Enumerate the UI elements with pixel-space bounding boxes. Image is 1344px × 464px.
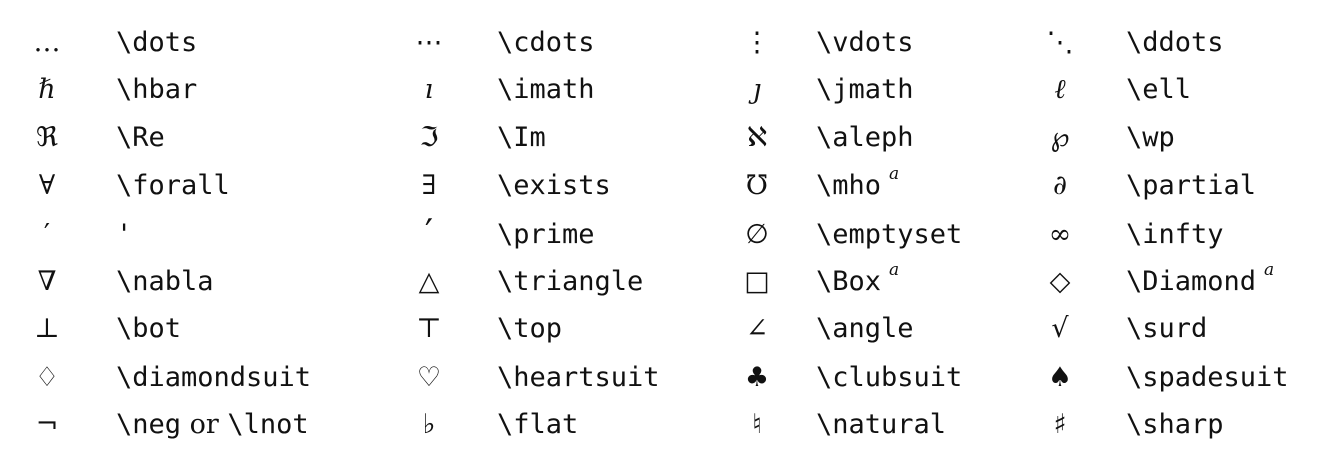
dots-command: \dots <box>116 26 198 58</box>
aleph-command: \aleph <box>816 121 914 153</box>
bot-symbol: ⊥ <box>34 312 60 344</box>
top-symbol: ⊤ <box>416 312 442 344</box>
jmath-symbol: ȷ <box>752 73 762 105</box>
lnot-command-text: \lnot <box>227 408 309 440</box>
vdots-symbol: ⋮ <box>743 26 771 58</box>
spadesuit-icon: ♠ <box>1047 361 1073 393</box>
triangle-symbol: △ <box>418 265 440 297</box>
table-row: ♢ \diamondsuit ♡ \heartsuit ♣ \clubsuit … <box>0 353 1344 401</box>
box-symbol: □ <box>744 265 770 297</box>
forall-symbol: ∀ <box>38 169 56 201</box>
ell-command: \ell <box>1126 73 1192 105</box>
table-row: ∀ \forall ∃ \exists ℧ \mho a ∂ \partial <box>0 161 1344 209</box>
infty-symbol: ∞ <box>1048 218 1072 250</box>
heartsuit-icon: ♡ <box>416 361 442 393</box>
clubsuit-command: \clubsuit <box>816 361 963 393</box>
neg-command: \neg or \lnot <box>116 400 309 448</box>
or-connector: or <box>181 411 227 438</box>
box-command-text: \Box <box>816 265 882 297</box>
box-command: \Box a <box>816 257 899 305</box>
exists-symbol: ∃ <box>421 169 437 201</box>
heartsuit-command: \heartsuit <box>497 361 660 393</box>
re-command: \Re <box>116 121 165 153</box>
surd-symbol: √ <box>1051 312 1069 344</box>
jmath-command: \jmath <box>816 73 914 105</box>
triangle-command: \triangle <box>497 265 644 297</box>
footnote-marker: a <box>889 163 900 184</box>
mho-command: \mho a <box>816 161 899 209</box>
apostrophe-command: ' <box>116 218 133 250</box>
top-command: \top <box>497 312 563 344</box>
nabla-symbol: ∇ <box>37 265 57 297</box>
cdots-command: \cdots <box>497 26 595 58</box>
table-row: ℏ \hbar ı \imath ȷ \jmath ℓ \ell <box>0 65 1344 113</box>
partial-symbol: ∂ <box>1053 169 1067 201</box>
sharp-symbol: ♯ <box>1053 408 1067 440</box>
forall-command: \forall <box>116 169 230 201</box>
nabla-command: \nabla <box>116 265 214 297</box>
exists-command: \exists <box>497 169 611 201</box>
re-symbol: ℜ <box>36 121 58 153</box>
surd-command: \surd <box>1126 312 1208 344</box>
natural-command: \natural <box>816 408 947 440</box>
ddots-symbol: ⋱ <box>1046 26 1074 58</box>
natural-symbol: ♮ <box>752 408 762 440</box>
footnote-marker: a <box>1264 259 1275 280</box>
table-row: ℜ \Re ℑ \Im ℵ \aleph ℘ \wp <box>0 113 1344 161</box>
diamondsuit-command: \diamondsuit <box>116 361 312 393</box>
mho-command-text: \mho <box>816 169 882 201</box>
mho-symbol: ℧ <box>745 169 769 201</box>
neg-command-text: \neg <box>116 408 182 440</box>
table-row: ∇ \nabla △ \triangle □ \Box a ◇ \Diamond a <box>0 257 1344 305</box>
footnote-marker: a <box>889 259 900 280</box>
flat-symbol: ♭ <box>422 408 436 440</box>
vdots-command: \vdots <box>816 26 914 58</box>
aleph-symbol: ℵ <box>746 121 768 153</box>
table-row: … \dots ⋯ \cdots ⋮ \vdots ⋱ \ddots <box>0 18 1344 66</box>
imath-command: \imath <box>497 73 595 105</box>
infty-command: \infty <box>1126 218 1224 250</box>
bot-command: \bot <box>116 312 182 344</box>
clubsuit-icon: ♣ <box>744 361 770 393</box>
emptyset-command: \emptyset <box>816 218 963 250</box>
wp-command: \wp <box>1126 121 1175 153</box>
table-row: ⊥ \bot ⊤ \top ∠ \angle √ \surd <box>0 304 1344 352</box>
diamond-command-text: \Diamond <box>1126 265 1257 297</box>
table-row: ¬ \neg or \lnot ♭ \flat ♮ \natural ♯ \sh… <box>0 400 1344 448</box>
dots-symbol: … <box>33 26 61 58</box>
neg-symbol: ¬ <box>35 408 59 440</box>
or-connector-text: or <box>189 408 219 440</box>
diamondsuit-icon: ♢ <box>34 361 60 393</box>
spadesuit-command: \spadesuit <box>1126 361 1289 393</box>
emptyset-symbol: ∅ <box>745 218 769 250</box>
partial-command: \partial <box>1126 169 1257 201</box>
hbar-command: \hbar <box>116 73 198 105</box>
table-row: ′ ' ′ \prime ∅ \emptyset ∞ \infty <box>0 210 1344 258</box>
wp-symbol: ℘ <box>1050 121 1070 153</box>
apostrophe-prime-symbol: ′ <box>43 218 51 250</box>
diamond-command: \Diamond a <box>1126 257 1274 305</box>
imath-symbol: ı <box>424 73 434 105</box>
im-symbol: ℑ <box>419 121 439 153</box>
cdots-symbol: ⋯ <box>415 26 443 58</box>
sharp-command: \sharp <box>1126 408 1224 440</box>
im-command: \Im <box>497 121 546 153</box>
hbar-symbol: ℏ <box>38 73 56 105</box>
ell-symbol: ℓ <box>1054 73 1066 105</box>
angle-command: \angle <box>816 312 914 344</box>
diamond-symbol: ◇ <box>1049 265 1071 297</box>
prime-command: \prime <box>497 218 595 250</box>
prime-symbol: ′ <box>424 213 434 254</box>
flat-command: \flat <box>497 408 579 440</box>
ddots-command: \ddots <box>1126 26 1224 58</box>
angle-symbol: ∠ <box>745 312 769 344</box>
